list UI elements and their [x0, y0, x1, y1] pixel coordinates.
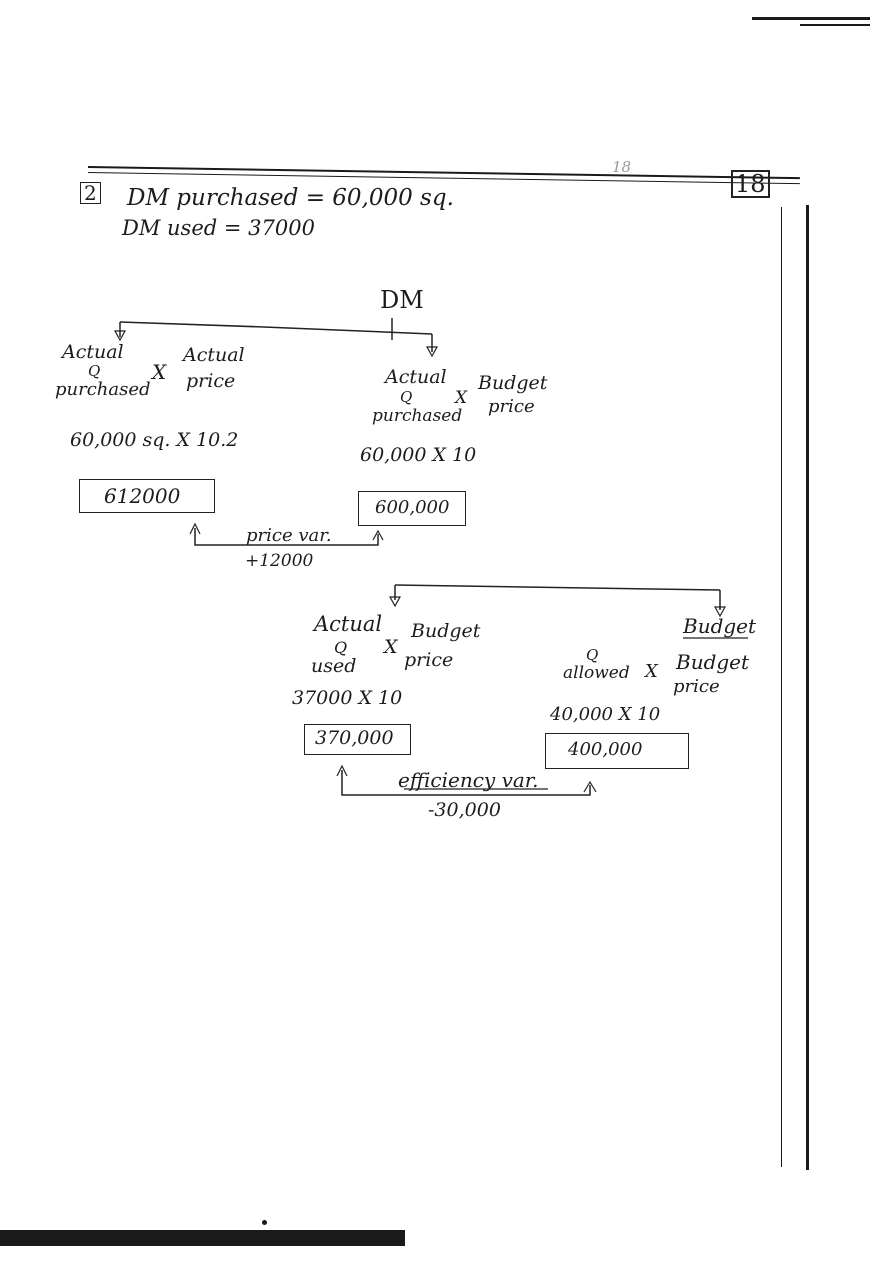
left-times: X — [152, 360, 167, 384]
used-result: 370,000 — [315, 727, 394, 749]
middle-result: 600,000 — [375, 497, 450, 518]
allowed-budget-2: price — [673, 676, 720, 697]
price-var-label: price var. — [246, 525, 332, 546]
right-margin-line — [806, 205, 809, 1170]
allowed-times: X — [645, 661, 658, 682]
left-q: Q — [88, 362, 101, 380]
allowed-allowed: allowed — [563, 663, 630, 683]
used-calc: 37000 X 10 — [292, 687, 403, 709]
top-right-scan-mark-2 — [800, 24, 870, 26]
allowed-calc: 40,000 X 10 — [550, 704, 661, 725]
middle-q: Q — [400, 388, 413, 406]
right-margin-line-2 — [781, 207, 782, 1167]
middle-purchased: purchased — [372, 406, 463, 426]
used-q: Q — [334, 638, 348, 657]
left-actual: Actual — [62, 341, 124, 363]
used-budget-1: Budget — [411, 620, 481, 642]
middle-budget-1: Budget — [478, 372, 548, 394]
top-right-scan-mark — [752, 17, 870, 20]
problem-number: 2 — [80, 182, 101, 204]
left-calc: 60,000 sq. X 10.2 — [70, 429, 239, 451]
middle-calc: 60,000 X 10 — [360, 444, 477, 466]
left-actual-price-2: price — [186, 370, 236, 392]
middle-actual: Actual — [385, 366, 447, 388]
tree-root: DM — [380, 286, 424, 314]
dm-used-line: DM used = 37000 — [122, 216, 315, 240]
allowed-q: Q — [586, 646, 599, 664]
used-used: used — [311, 655, 357, 677]
efficiency-var-label: efficiency var. — [398, 768, 539, 792]
middle-times: X — [455, 388, 468, 408]
middle-result-box: 600,000 — [358, 491, 466, 526]
used-actual: Actual — [314, 612, 383, 636]
dm-purchased-line: DM purchased = 60,000 sq. — [127, 185, 454, 211]
middle-budget-2: price — [488, 396, 535, 417]
efficiency-var-value: -30,000 — [428, 799, 501, 821]
bottom-scan-bar — [0, 1230, 405, 1246]
left-result-box: 612000 — [79, 479, 215, 513]
allowed-budget-1: Budget — [676, 650, 750, 674]
bottom-dot — [262, 1220, 267, 1225]
used-times: X — [384, 636, 398, 658]
page-number: 18 — [731, 170, 770, 198]
left-actual-price-1: Actual — [183, 344, 245, 366]
used-result-box: 370,000 — [304, 724, 411, 755]
faint-number: 18 — [612, 158, 632, 176]
left-result: 612000 — [104, 484, 181, 508]
allowed-budget-top: Budget — [683, 614, 757, 638]
price-var-value: +12000 — [245, 551, 314, 571]
used-budget-2: price — [404, 649, 454, 671]
left-purchased: purchased — [55, 379, 151, 400]
allowed-result-box: 400,000 — [545, 733, 689, 769]
allowed-result: 400,000 — [568, 739, 643, 760]
